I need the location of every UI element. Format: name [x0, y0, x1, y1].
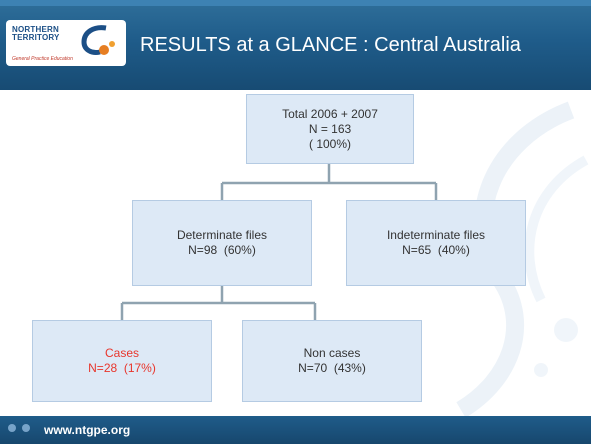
cases-line1: Cases [104, 346, 139, 360]
logo-line2: TERRITORY [12, 33, 60, 42]
logo-text: NORTHERN TERRITORY [12, 26, 60, 42]
indeterminate-files-node: Indeterminate files N=65 (40%) [346, 200, 526, 286]
indeterminate-line1: Indeterminate files [386, 228, 486, 242]
footer-bar: www.ntgpe.org [0, 416, 591, 444]
determinate-files-node: Determinate files N=98 (60%) [132, 200, 312, 286]
non-cases-node: Non cases N=70 (43%) [242, 320, 422, 402]
cases-line2: N=28 (17%) [88, 361, 156, 375]
logo-emblem-icon [81, 25, 115, 55]
root-line2: N = 163 [308, 121, 352, 136]
noncases-line2: N=70 (43%) [298, 361, 366, 375]
indeterminate-line2: N=65 (40%) [402, 243, 470, 257]
header-stripe [0, 0, 591, 6]
slide-title: RESULTS at a GLANCE : Central Australia [140, 34, 521, 56]
root-line3: ( 100%) [308, 136, 352, 151]
determinate-line2: N=98 (60%) [188, 243, 256, 257]
cases-node: Cases N=28 (17%) [32, 320, 212, 402]
logo-subtitle: General Practice Education [12, 56, 73, 62]
footer-dots-icon [8, 424, 30, 432]
ntgpe-logo: NORTHERN TERRITORY General Practice Educ… [6, 20, 126, 66]
footer-url: www.ntgpe.org [44, 423, 131, 437]
determinate-line1: Determinate files [176, 228, 268, 242]
root-line1: Total 2006 + 2007 [282, 106, 378, 121]
root-total-node: Total 2006 + 2007 N = 163 ( 100%) [246, 94, 414, 164]
noncases-line1: Non cases [303, 346, 361, 360]
logo-line1: NORTHERN [12, 25, 59, 34]
header-bar: NORTHERN TERRITORY General Practice Educ… [0, 0, 591, 90]
